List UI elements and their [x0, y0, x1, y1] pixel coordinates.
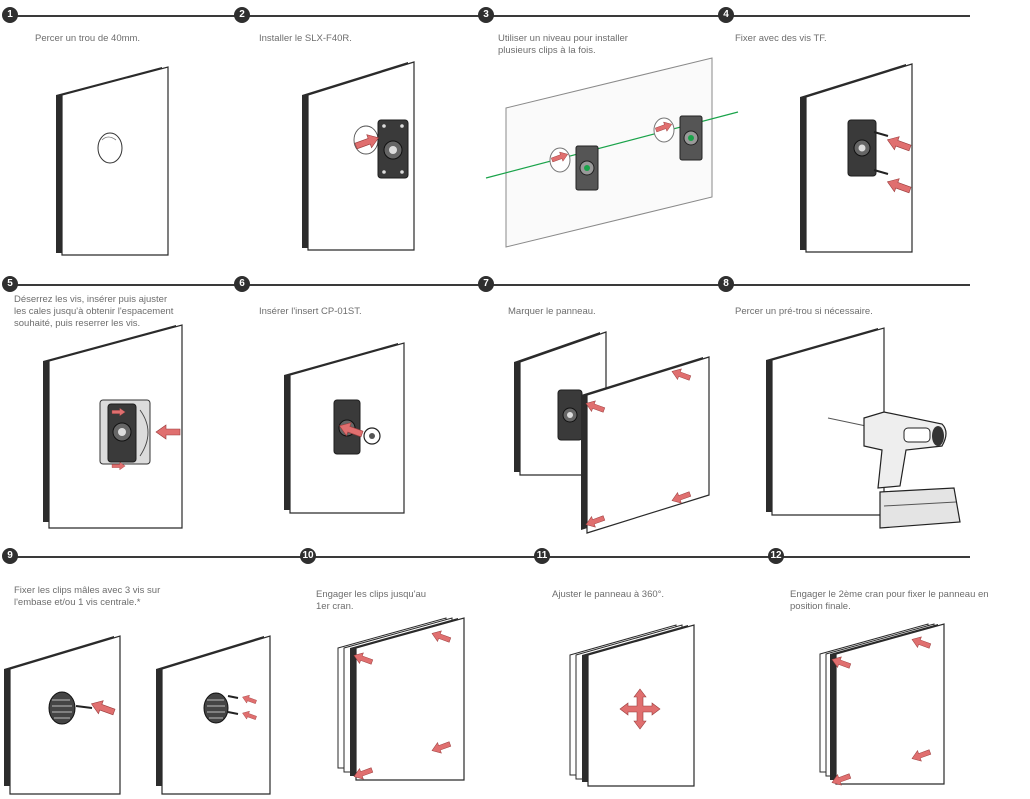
step-12-final-position [820, 624, 944, 788]
step-9-wall-clip-center [4, 636, 120, 794]
step-6-wall-insert [284, 343, 404, 513]
step-1-wall-with-hole [56, 67, 168, 255]
step-5-wall-shims [43, 325, 182, 528]
step-11-adjust-360 [570, 625, 694, 786]
step-3-level-wall [486, 58, 738, 247]
step-2-wall-with-clip [302, 62, 414, 250]
step-7-mark-panel [514, 332, 709, 533]
step-10-engage-clips [338, 618, 464, 782]
step-9-wall-clip-base [156, 636, 270, 794]
step-4-wall-screws [800, 64, 912, 252]
step-8-drill [766, 328, 960, 528]
